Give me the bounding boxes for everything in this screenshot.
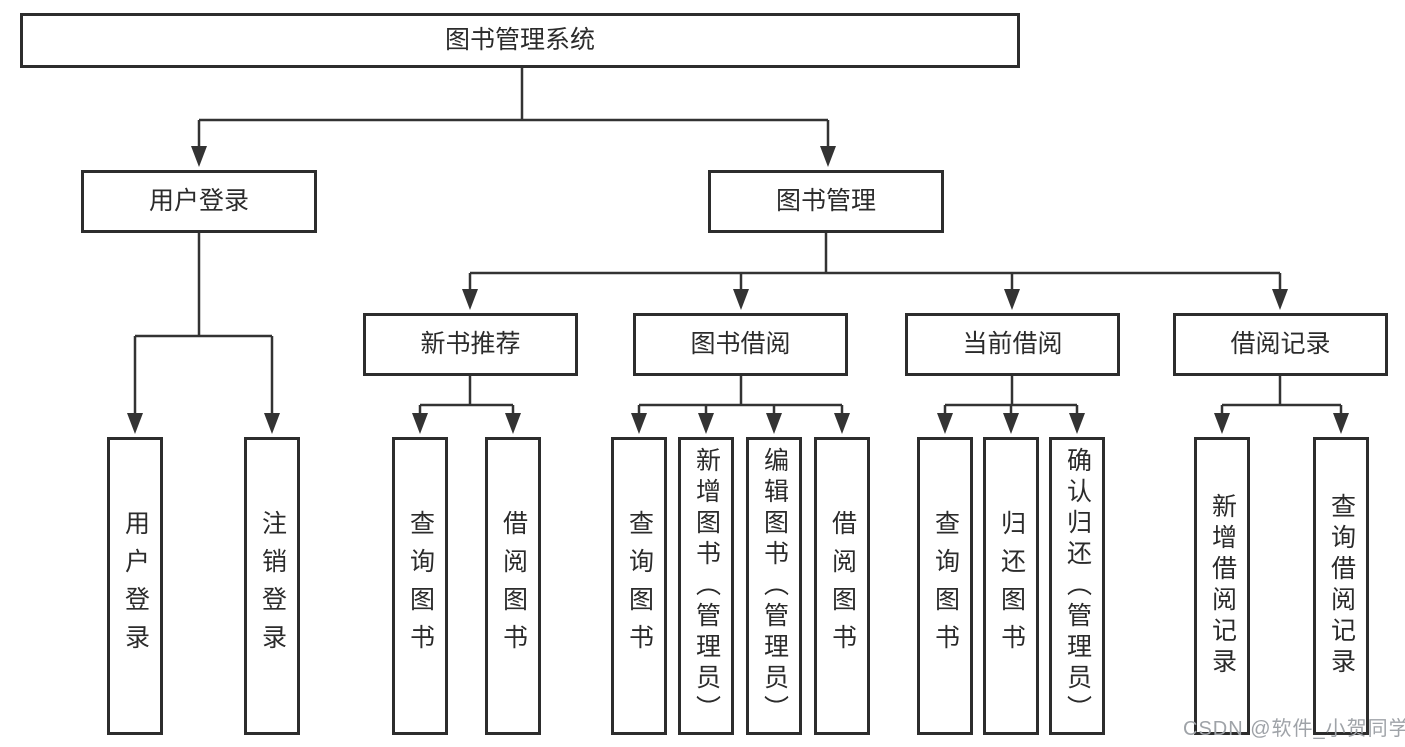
- leaf-confirm-return-admin: 确认归还（管理员）: [1049, 437, 1105, 735]
- node-label: 编辑图书（管理员）: [760, 446, 789, 726]
- node-label: 借阅记录: [1230, 330, 1331, 358]
- watermark-csdn: CSDN @软件_小贺同学: [1183, 718, 1405, 740]
- node-label: 确认归还（管理员）: [1063, 446, 1092, 726]
- leaf-return-books: 归还图书: [983, 437, 1039, 735]
- node-label: 注销登录: [258, 510, 287, 662]
- node-label: 当前借阅: [962, 330, 1063, 358]
- leaf-logout-login: 注销登录: [244, 437, 300, 735]
- node-label: 图书管理: [775, 187, 876, 215]
- node-label: 新书推荐: [420, 330, 521, 358]
- node-library-system: 图书管理系统: [20, 13, 1020, 68]
- node-new-book-recommendation: 新书推荐: [363, 313, 578, 376]
- node-current-borrowing: 当前借阅: [905, 313, 1120, 376]
- node-user-login: 用户登录: [81, 170, 317, 233]
- node-label: 查询借阅记录: [1327, 493, 1356, 679]
- node-book-management: 图书管理: [708, 170, 944, 233]
- node-label: 图书借阅: [690, 330, 791, 358]
- leaf-borrow-books-borrowing: 借阅图书: [814, 437, 870, 735]
- leaf-user-login: 用户登录: [107, 437, 163, 735]
- leaf-edit-books-admin: 编辑图书（管理员）: [746, 437, 802, 735]
- node-book-borrowing: 图书借阅: [633, 313, 848, 376]
- leaf-add-borrow-record: 新增借阅记录: [1194, 437, 1250, 735]
- node-label: 查询图书: [625, 510, 654, 662]
- node-borrowing-records: 借阅记录: [1173, 313, 1388, 376]
- leaf-add-books-admin: 新增图书（管理员）: [678, 437, 734, 735]
- node-label: 用户登录: [148, 187, 249, 215]
- node-label: 新增借阅记录: [1208, 493, 1237, 679]
- node-label: 借阅图书: [828, 510, 857, 662]
- leaf-borrow-books-recommend: 借阅图书: [485, 437, 541, 735]
- leaf-query-books-borrowing: 查询图书: [611, 437, 667, 735]
- node-label: 查询图书: [406, 510, 435, 662]
- node-label: 用户登录: [121, 510, 150, 662]
- node-label: 借阅图书: [499, 510, 528, 662]
- node-label: 新增图书（管理员）: [692, 446, 721, 726]
- leaf-query-borrow-record: 查询借阅记录: [1313, 437, 1369, 735]
- node-label: 图书管理系统: [444, 26, 595, 54]
- leaf-query-books-current: 查询图书: [917, 437, 973, 735]
- node-label: 查询图书: [931, 510, 960, 662]
- leaf-query-books-recommend: 查询图书: [392, 437, 448, 735]
- node-label: 归还图书: [997, 510, 1026, 662]
